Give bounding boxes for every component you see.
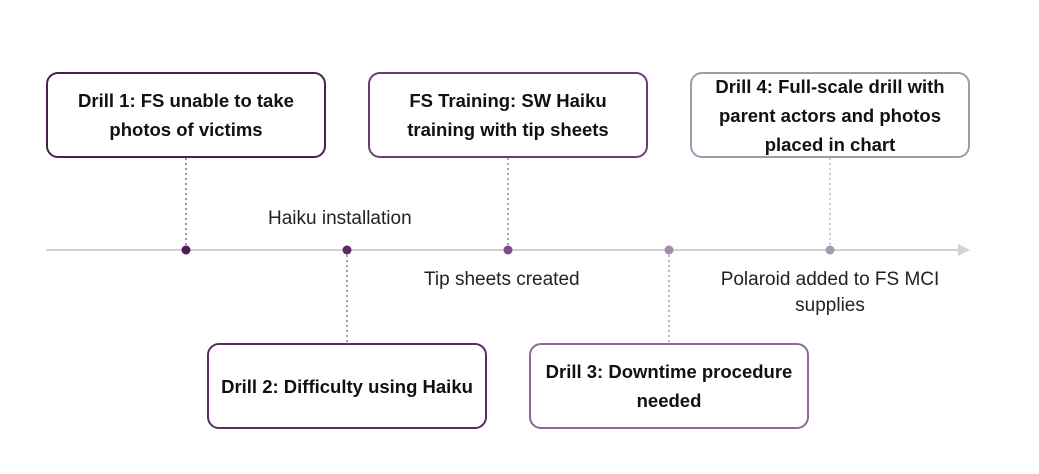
event-box-drill1: Drill 1: FS unable to take photos of vic… — [46, 72, 326, 158]
timeline-arrowhead — [958, 244, 970, 256]
milestone-haiku-installation: Haiku installation — [268, 208, 412, 229]
timeline-dot — [342, 245, 352, 255]
timeline-dot — [825, 245, 835, 255]
timeline-dot — [503, 245, 513, 255]
event-text-fs-training: FS Training: SW Haiku training with tip … — [407, 90, 609, 140]
event-text-drill2: Drill 2: Difficulty using Haiku — [221, 375, 473, 397]
event-text-drill1: Drill 1: FS unable to take photos of vic… — [78, 90, 294, 140]
milestone-polaroid-added: Polaroid added to FS MCI supplies — [720, 269, 940, 316]
event-box-fs-training: FS Training: SW Haiku training with tip … — [368, 72, 648, 158]
event-box-drill4: Drill 4: Full-scale drill with parent ac… — [690, 72, 970, 158]
event-box-drill3: Drill 3: Downtime procedure needed — [529, 343, 809, 429]
timeline-dot — [664, 245, 674, 255]
event-box-drill2: Drill 2: Difficulty using Haiku — [207, 343, 487, 429]
milestone-tip-sheets-created: Tip sheets created — [424, 269, 580, 290]
event-text-drill3: Drill 3: Downtime procedure needed — [545, 361, 793, 411]
timeline-dot — [181, 245, 191, 255]
event-text-drill4: Drill 4: Full-scale drill with parent ac… — [715, 75, 945, 155]
